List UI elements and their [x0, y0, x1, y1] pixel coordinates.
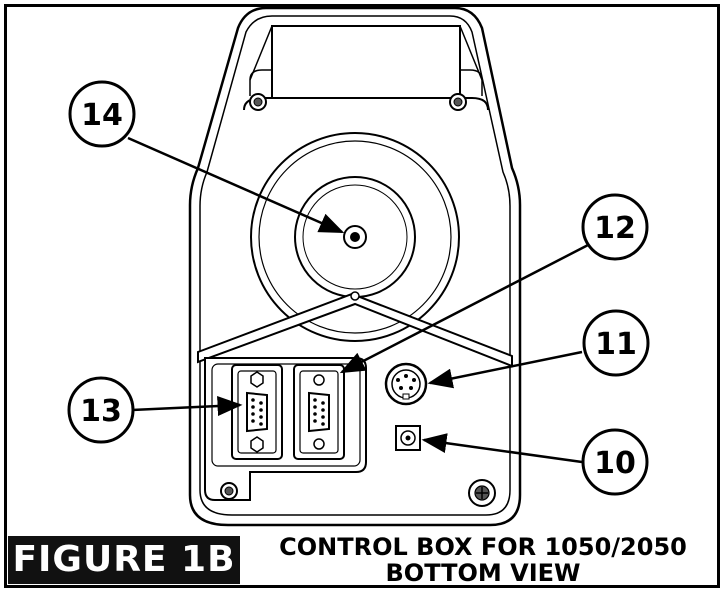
db9-connector-left — [231, 364, 283, 460]
handle-recess — [243, 25, 489, 111]
dc-power-jack — [395, 425, 421, 451]
screw-top-right — [449, 93, 467, 111]
caption-line-2: BOTTOM VIEW — [385, 559, 581, 587]
leader-14 — [127, 136, 345, 234]
screw-bottom-left — [220, 482, 238, 500]
db9-connector-right — [293, 364, 345, 460]
leader-10 — [421, 433, 583, 464]
svg-text:10: 10 — [594, 446, 636, 481]
figure-label: FIGURE 1B — [8, 536, 240, 584]
caption-line-1: CONTROL BOX FOR 1050/2050 — [279, 533, 687, 561]
callout-11: 11 — [582, 309, 650, 377]
leader-12 — [339, 242, 591, 374]
svg-text:13: 13 — [80, 394, 122, 429]
leader-11 — [427, 350, 583, 389]
round-pad — [250, 132, 460, 342]
din-connector — [384, 362, 428, 406]
screw-bottom-right — [468, 479, 496, 507]
callout-13: 13 — [67, 376, 135, 444]
callout-14: 14 — [68, 80, 136, 148]
figure-caption: CONTROL BOX FOR 1050/2050 BOTTOM VIEW — [248, 534, 718, 586]
leader-13 — [131, 396, 243, 417]
svg-text:12: 12 — [594, 211, 636, 246]
callout-10: 10 — [581, 428, 649, 496]
svg-text:14: 14 — [81, 98, 123, 133]
svg-text:11: 11 — [595, 327, 637, 362]
screw-top-left — [249, 93, 267, 111]
callout-12: 12 — [581, 193, 649, 261]
